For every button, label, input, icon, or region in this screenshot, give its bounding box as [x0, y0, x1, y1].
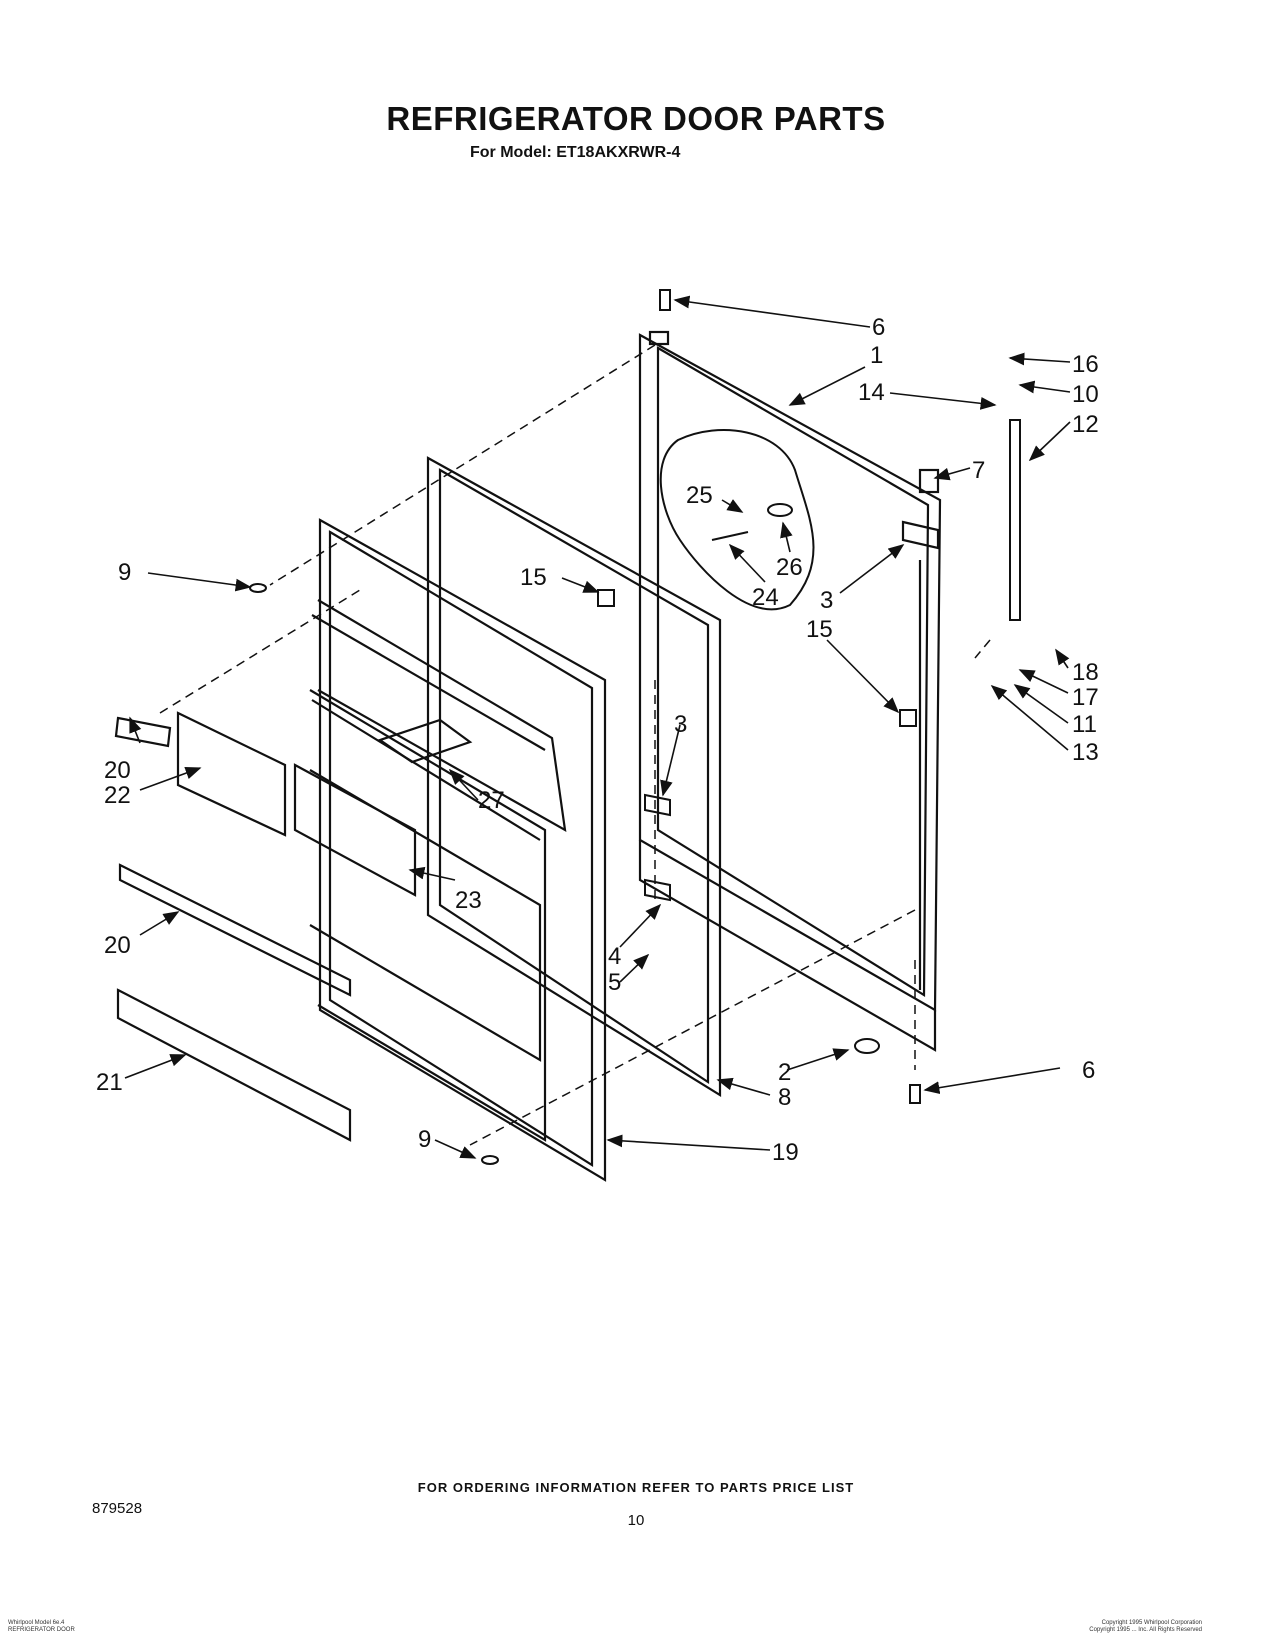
- bracket-4: [644, 878, 671, 902]
- cutaway-detail: [659, 429, 815, 611]
- plug-9a: [249, 583, 267, 593]
- callout-12: 12: [1072, 411, 1099, 438]
- bracket-3: [644, 793, 671, 817]
- callout-13: 13: [1072, 739, 1099, 766]
- document-number: 879528: [92, 1500, 143, 1517]
- outer-door-panel: [638, 330, 942, 1052]
- callout-10: 10: [1072, 381, 1099, 408]
- pin-24: [711, 531, 749, 541]
- shelves-and-bars: [114, 711, 417, 1142]
- plug-9b: [481, 1155, 499, 1165]
- hinge-pin-12: [1009, 419, 1021, 621]
- callout-24: 24: [752, 584, 779, 611]
- callout-15-left: 15: [520, 564, 547, 591]
- page-number: 10: [627, 1512, 645, 1529]
- callout-16: 16: [1072, 351, 1099, 378]
- callout-15-right: 15: [806, 616, 833, 643]
- cap-26: [767, 503, 793, 517]
- callout-22: 22: [104, 782, 131, 809]
- ordering-note: FOR ORDERING INFORMATION REFER TO PARTS …: [417, 1480, 855, 1495]
- screw-top-6: [659, 289, 671, 311]
- callout-23: 23: [455, 887, 482, 914]
- callout-labels: 6 1 16 14 10 12 7 25 26 24 3 9 15 15 18 …: [96, 314, 1099, 1166]
- callout-19: 19: [772, 1139, 799, 1166]
- assembly-dash-lines: [159, 344, 991, 1146]
- door-liner: [309, 518, 607, 1182]
- callout-6-bottom: 6: [1082, 1057, 1095, 1084]
- shelf-bar-upper: [114, 716, 172, 748]
- callout-9-bottom: 9: [418, 1126, 431, 1153]
- callout-3-hinge: 3: [820, 587, 833, 614]
- callout-6-top: 6: [872, 314, 885, 341]
- callout-20-upper: 20: [104, 757, 131, 784]
- page-title: REFRIGERATOR DOOR PARTS: [386, 100, 886, 137]
- callout-2: 2: [778, 1059, 791, 1086]
- callout-1: 1: [870, 342, 883, 369]
- callout-8: 8: [778, 1084, 791, 1111]
- model-subtitle: For Model: ET18AKXRWR-4: [470, 144, 681, 161]
- callout-25: 25: [686, 482, 713, 509]
- stop-2: [854, 1038, 880, 1054]
- callout-17: 17: [1072, 684, 1099, 711]
- screw-bottom-6: [909, 1084, 921, 1104]
- bottom-bin-front: [116, 988, 352, 1142]
- callout-18: 18: [1072, 659, 1099, 686]
- leader-lines: [124, 295, 1071, 1159]
- fine-print-right: Copyright 1995 Whirlpool Corporation Cop…: [1089, 1620, 1202, 1633]
- callout-26: 26: [776, 554, 803, 581]
- callout-3-mid: 3: [674, 711, 687, 738]
- fine-print-left: Whirlpool Model 6e.4 REFRIGERATOR DOOR: [8, 1620, 75, 1633]
- shelf-front-upper: [176, 711, 287, 837]
- hardware: [249, 289, 1021, 1165]
- shelf-front-lower: [293, 763, 417, 897]
- callout-9-top: 9: [118, 559, 131, 586]
- callout-21: 21: [96, 1069, 123, 1096]
- shelf-bar-lower: [118, 863, 352, 997]
- callout-7: 7: [972, 457, 985, 484]
- callout-27: 27: [478, 787, 505, 814]
- callout-14: 14: [858, 379, 885, 406]
- callout-11: 11: [1072, 711, 1097, 738]
- callout-20-lower: 20: [104, 932, 131, 959]
- clip-15a: [597, 589, 615, 607]
- clip-15b: [899, 709, 917, 727]
- callout-4: 4: [608, 943, 621, 970]
- callout-5: 5: [608, 969, 621, 996]
